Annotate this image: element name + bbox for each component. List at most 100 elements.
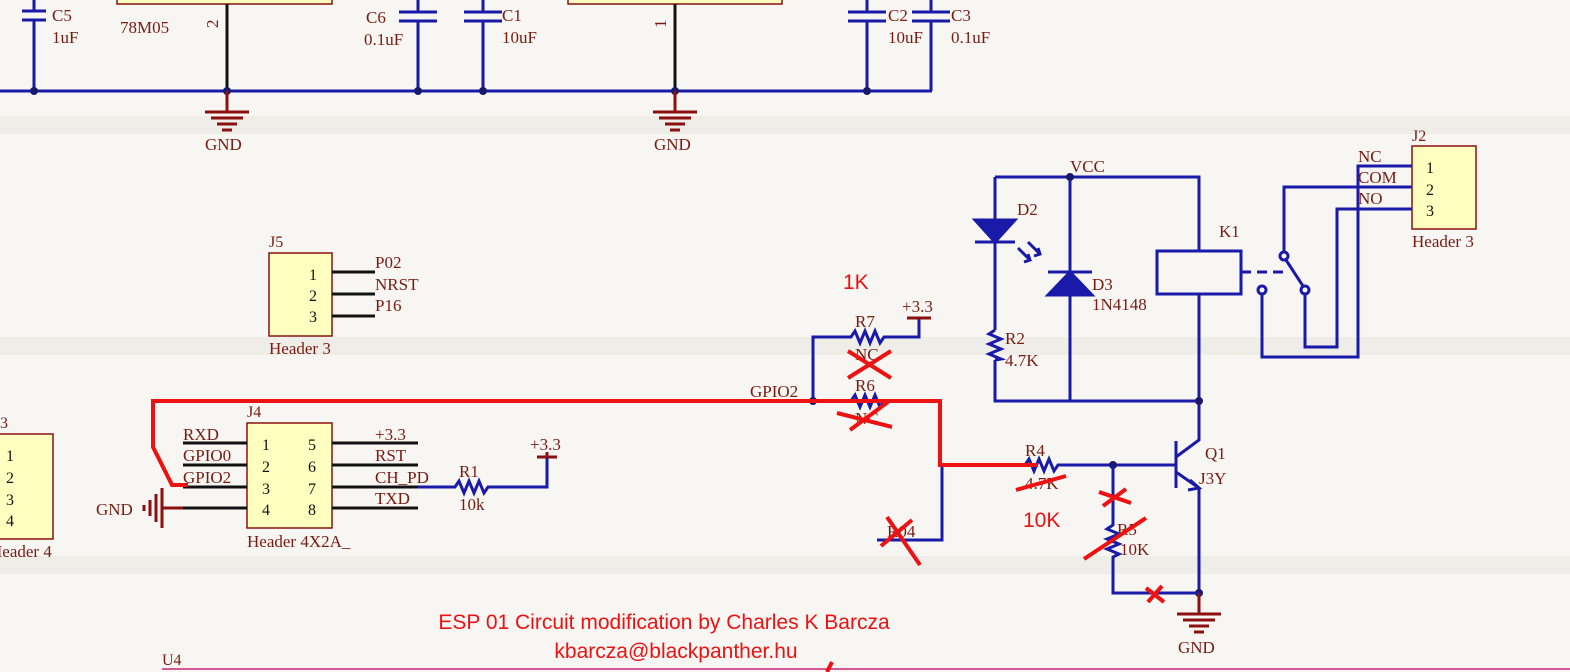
j4-net: TXD: [375, 489, 410, 508]
d3-diode: [1044, 269, 1096, 297]
gpio2-jumper-wire: [151, 399, 813, 487]
j4-ref: J4: [247, 404, 261, 421]
gnd-label: GND: [205, 135, 242, 154]
reg-pin-1: 1: [651, 20, 670, 29]
j4-pin: 4: [262, 502, 270, 519]
j3-ref-partial: 3: [0, 415, 8, 432]
r7-strike: [846, 349, 893, 380]
r7-ref: R7: [855, 312, 875, 331]
c5-value: 1uF: [52, 28, 78, 47]
r1-ref: R1: [459, 462, 479, 481]
r5-strike: [1082, 516, 1148, 561]
r2-ref: R2: [1005, 329, 1025, 348]
j4-pin: 7: [308, 481, 316, 498]
credit-title: ESP 01 Circuit modification by Charles K…: [438, 611, 890, 634]
k1-relay-coil: [1155, 249, 1243, 296]
background-band: [0, 556, 1570, 574]
r7-new-value: 1K: [843, 271, 869, 294]
j4-pin: 3: [262, 481, 270, 498]
ground-symbol: [1177, 593, 1221, 634]
r5-resistor: [1103, 465, 1199, 595]
gpio2-pullup-network: +3.3 R7 NC R6 NC GPIO2 R04: [750, 297, 944, 542]
j5-net: P16: [375, 296, 401, 315]
r2-resistor: [985, 328, 1007, 362]
r4-ref: R4: [1025, 441, 1045, 460]
q1-ref: Q1: [1205, 444, 1226, 463]
relay-driver: VCC D2 D3 1N4148 R2 4.7K K1 Q1 J3Y R4 4.…: [942, 157, 1412, 657]
gnd-label: GND: [1178, 638, 1215, 657]
j2-name: Header 3: [1412, 232, 1474, 251]
j5-ref: J5: [269, 234, 283, 251]
j3-pin: 4: [6, 513, 14, 530]
ground-symbol: [205, 91, 249, 132]
reg-pin-2: 2: [203, 20, 222, 29]
j4-pin: 8: [308, 502, 316, 519]
ground-symbol: [142, 488, 183, 528]
c2-value: 10uF: [888, 28, 923, 47]
r4-strike: [1015, 474, 1067, 492]
c5-ref: C5: [52, 6, 72, 25]
j4-gnd-label: GND: [96, 500, 133, 519]
c3-ref: C3: [951, 6, 971, 25]
regulator-78m05: [116, 0, 333, 5]
r5-value: 10K: [1120, 540, 1150, 559]
j4-net: GPIO0: [183, 446, 231, 465]
j2-net: COM: [1358, 168, 1397, 187]
j4-pin: 1: [262, 437, 270, 454]
gnd-label: GND: [654, 135, 691, 154]
j4-name: Header 4X2A_: [247, 532, 351, 551]
r4-r5-cut-mark: [1098, 487, 1132, 508]
j3-pin: 2: [6, 470, 14, 487]
header-j5: J5 1 2 3 P02 NRST P16 Header 3: [268, 234, 419, 358]
vcc-label: VCC: [1070, 157, 1105, 176]
gnd-cut-mark: [1144, 584, 1166, 604]
j2-pin: 3: [1426, 203, 1434, 220]
j5-net: P02: [375, 253, 401, 272]
j4-pin: 5: [308, 437, 316, 454]
j4-pin: 2: [262, 459, 270, 476]
k1-ref: K1: [1219, 222, 1240, 241]
j4-pin: 6: [308, 459, 316, 476]
j5-pin: 3: [309, 309, 317, 326]
power-section: 2 1 78M05 C5 1uF C6 0.1uF C1 10uF C2 10u…: [0, 0, 990, 154]
j2-net: NO: [1358, 189, 1383, 208]
r1-value: 10k: [459, 495, 485, 514]
c3-value: 0.1uF: [951, 28, 990, 47]
ground-symbol: [653, 91, 697, 132]
header-j4: J4 1 2 3 4 5 6 7 8 RXD GPIO0 GPIO2 +3.3 …: [96, 404, 561, 551]
q1-value: J3Y: [1199, 469, 1226, 488]
header-j3-partial: 3 1 2 3 4 Header 4: [0, 415, 54, 561]
background-band: [0, 116, 1570, 134]
gpio2-net-label: GPIO2: [750, 382, 798, 401]
led-arrows: [1016, 240, 1042, 264]
regulator-2: [567, 0, 783, 5]
r1-supply: +3.3: [530, 435, 561, 454]
c6-value: 0.1uF: [364, 30, 403, 49]
header-j2: J2 1 2 3 NC COM NO Header 3: [1358, 128, 1477, 251]
c1-ref: C1: [502, 6, 522, 25]
u4-ref: U4: [162, 652, 182, 669]
c6-ref: C6: [366, 8, 386, 27]
credit-email: kbarcza@blackpanther.hu: [554, 640, 797, 663]
j4-net: RST: [375, 446, 407, 465]
gpio2-to-r4-wire: [813, 399, 1038, 467]
d2-led: [971, 218, 1019, 245]
c2-ref: C2: [888, 6, 908, 25]
j2-ref: J2: [1412, 128, 1426, 145]
d3-ref: D3: [1092, 275, 1113, 294]
j4-net: RXD: [183, 425, 219, 444]
red-modifications: 1K 10K ESP 01 Circuit modification by Ch…: [151, 271, 1166, 672]
j2-pin: 2: [1426, 182, 1434, 199]
r04-strike: [879, 515, 922, 567]
r1-resistor: [418, 457, 549, 497]
r6-strike: [836, 400, 893, 432]
r4-resistor: [942, 455, 1176, 475]
r04-wire: [877, 465, 944, 542]
j5-pin: 2: [309, 288, 317, 305]
d3-value: 1N4148: [1092, 295, 1147, 314]
r6-ref: R6: [855, 376, 875, 395]
r7-resistor: [811, 318, 921, 401]
j2-net: NC: [1358, 147, 1382, 166]
j3-pin: 3: [6, 492, 14, 509]
